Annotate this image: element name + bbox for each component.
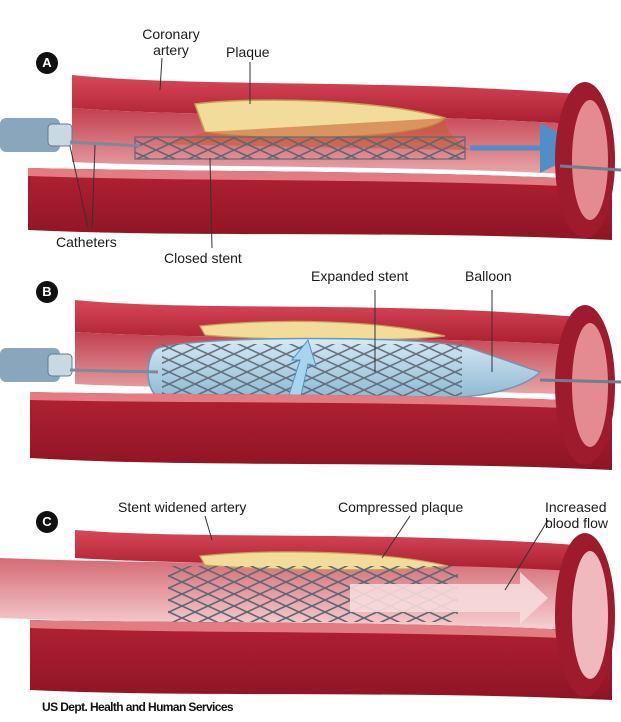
label-balloon: Balloon <box>465 268 512 284</box>
panel-c <box>0 516 615 700</box>
catheter-hub <box>48 354 72 376</box>
label-closed-stent: Closed stent <box>164 250 242 266</box>
catheter-wire <box>70 370 158 372</box>
catheter-hub <box>48 124 72 146</box>
artery-lumen-end <box>572 323 608 447</box>
artery-lumen-end <box>572 100 608 220</box>
label-compressed-plaque: Compressed plaque <box>338 499 463 515</box>
label-catheters: Catheters <box>56 234 117 250</box>
label-increased-blood-flow: Increased blood flow <box>545 499 621 531</box>
closed-stent <box>135 137 465 159</box>
artery-lumen-end <box>572 551 608 679</box>
label-expanded-stent: Expanded stent <box>311 268 408 284</box>
panel-b-badge: B <box>36 281 58 303</box>
label-coronary-artery: Coronary artery <box>136 26 206 58</box>
panel-a <box>0 58 621 248</box>
panel-b <box>0 290 621 470</box>
credit-text: US Dept. Health and Human Services <box>42 700 233 714</box>
panel-a-badge: A <box>36 52 58 74</box>
label-plaque: Plaque <box>226 44 270 60</box>
panel-c-badge: C <box>36 511 58 533</box>
guide-wire-end <box>540 380 621 382</box>
label-stent-widened-artery: Stent widened artery <box>118 499 246 515</box>
